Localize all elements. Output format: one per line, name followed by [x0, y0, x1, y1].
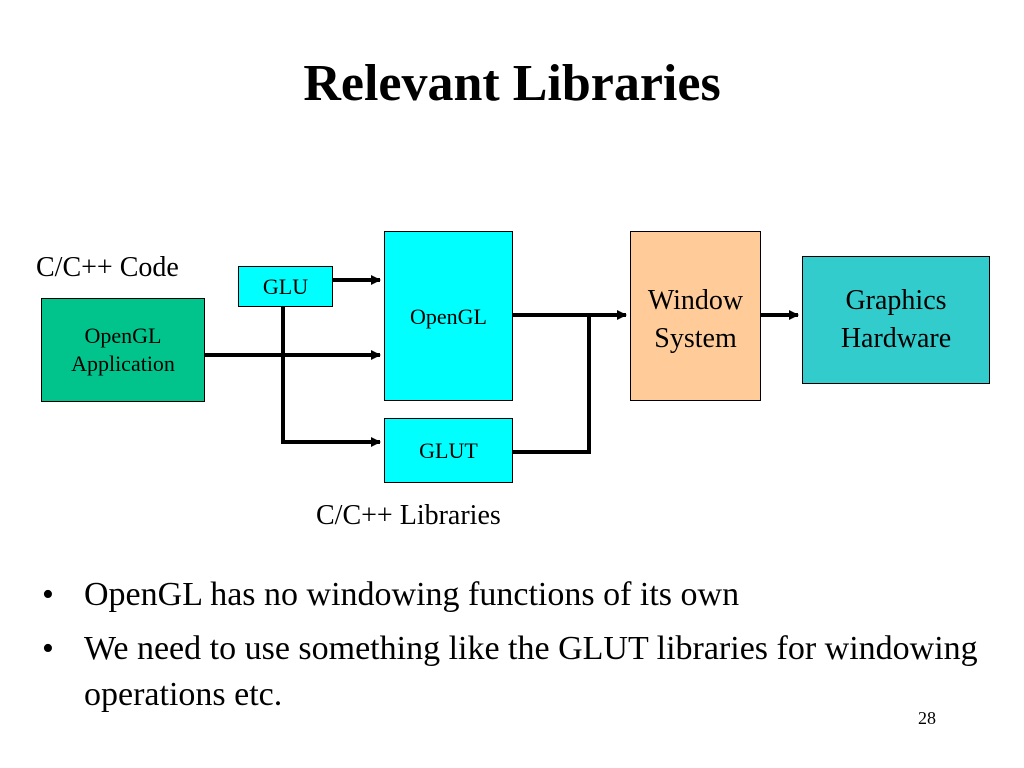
bullet-text: We need to use something like the GLUT l… — [84, 630, 978, 713]
glu-to-glut-arrow — [281, 307, 381, 447]
glu-label: GLU — [262, 273, 309, 299]
graphics-hardware-label: Graphics Hardware — [840, 285, 952, 354]
graphics-hardware-box: Graphics Hardware — [802, 256, 990, 384]
glu-box: GLU — [238, 266, 333, 307]
bullet-item: • We need to use something like the GLUT… — [40, 626, 980, 718]
glut-to-window-connector — [513, 315, 591, 454]
bullet-text: OpenGL has no windowing functions of its… — [84, 576, 740, 613]
slide-title: Relevant Libraries — [303, 55, 721, 112]
window-system-box: Window System — [630, 231, 761, 401]
page-number: 28 — [918, 708, 936, 728]
opengl-box: OpenGL — [384, 231, 513, 401]
glut-box: GLUT — [384, 418, 513, 483]
bullet-list: • OpenGL has no windowing functions of i… — [40, 572, 980, 726]
window-system-label: Window System — [647, 285, 744, 354]
glut-label: GLUT — [419, 437, 478, 463]
libraries-label: C/C++ Libraries — [316, 500, 501, 531]
opengl-application-label: OpenGL Application — [71, 323, 175, 376]
opengl-application-box: OpenGL Application — [41, 298, 205, 402]
opengl-label: OpenGL — [410, 304, 487, 329]
code-label: C/C++ Code — [36, 252, 179, 283]
bullet-marker: • — [42, 576, 54, 613]
bullet-marker: • — [42, 630, 54, 667]
bullet-item: • OpenGL has no windowing functions of i… — [40, 572, 980, 618]
